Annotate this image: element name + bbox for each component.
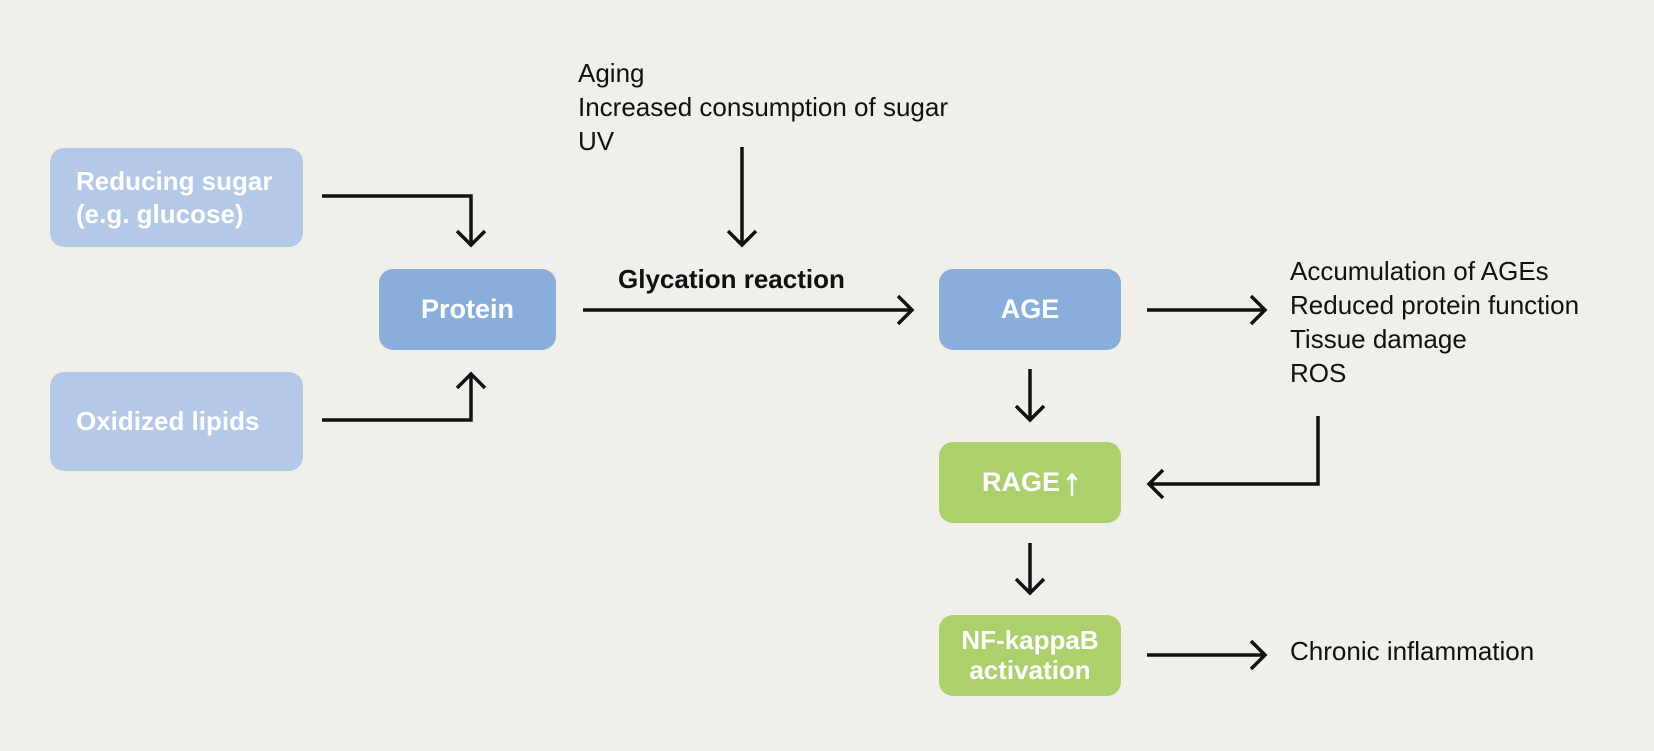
arrow-nfkb-to-chronic bbox=[1147, 639, 1268, 671]
glycation-reaction-label: Glycation reaction bbox=[618, 262, 845, 296]
arrow-sugar-to-protein bbox=[322, 194, 487, 248]
reducing-sugar-label-line-1: Reducing sugar bbox=[76, 166, 273, 196]
effect-item: Accumulation of AGEs bbox=[1290, 256, 1549, 286]
effect-item: Tissue damage bbox=[1290, 324, 1467, 354]
arrow-lipids-to-protein bbox=[322, 371, 487, 422]
age-node: AGE bbox=[939, 269, 1121, 350]
factor-item: Increased consumption of sugar bbox=[578, 92, 948, 122]
nfkb-node: NF-kappaB activation bbox=[939, 615, 1121, 696]
age-label: AGE bbox=[1000, 293, 1060, 324]
up-arrow-icon bbox=[1066, 471, 1078, 496]
nfkb-label-line-1: NF-kappaB bbox=[961, 624, 1099, 655]
contributing-factors-list: Aging Increased consumption of sugar UV bbox=[578, 56, 948, 158]
chronic-inflammation-text: Chronic inflammation bbox=[1290, 636, 1535, 666]
factor-item: UV bbox=[578, 126, 615, 156]
protein-label: Protein bbox=[420, 293, 514, 324]
effect-item: Reduced protein function bbox=[1290, 290, 1580, 320]
rage-node: RAGE bbox=[939, 442, 1121, 523]
arrow-effects-to-rage bbox=[1146, 416, 1320, 500]
arrow-protein-to-age bbox=[583, 294, 915, 326]
reducing-sugar-label-line-2: (e.g. glucose) bbox=[76, 198, 244, 229]
reducing-sugar-node: Reducing sugar (e.g. glucose) bbox=[50, 148, 303, 247]
arrow-age-to-effects bbox=[1147, 294, 1268, 326]
arrow-factors-to-glycation bbox=[726, 147, 758, 248]
chronic-inflammation-label: Chronic inflammation bbox=[1290, 634, 1534, 668]
factor-item: Aging bbox=[578, 58, 645, 88]
nfkb-label-line-2: activation bbox=[969, 654, 1091, 685]
glycation-reaction-text: Glycation reaction bbox=[618, 264, 845, 294]
rage-label: RAGE bbox=[981, 466, 1060, 497]
protein-node: Protein bbox=[379, 269, 556, 350]
arrow-age-to-rage bbox=[1014, 369, 1046, 423]
oxidized-lipids-node: Oxidized lipids bbox=[50, 372, 303, 471]
oxidized-lipids-label: Oxidized lipids bbox=[76, 406, 260, 437]
arrow-rage-to-nfkb bbox=[1014, 543, 1046, 596]
age-effects-list: Accumulation of AGEs Reduced protein fun… bbox=[1290, 254, 1579, 390]
effect-item: ROS bbox=[1290, 358, 1347, 388]
